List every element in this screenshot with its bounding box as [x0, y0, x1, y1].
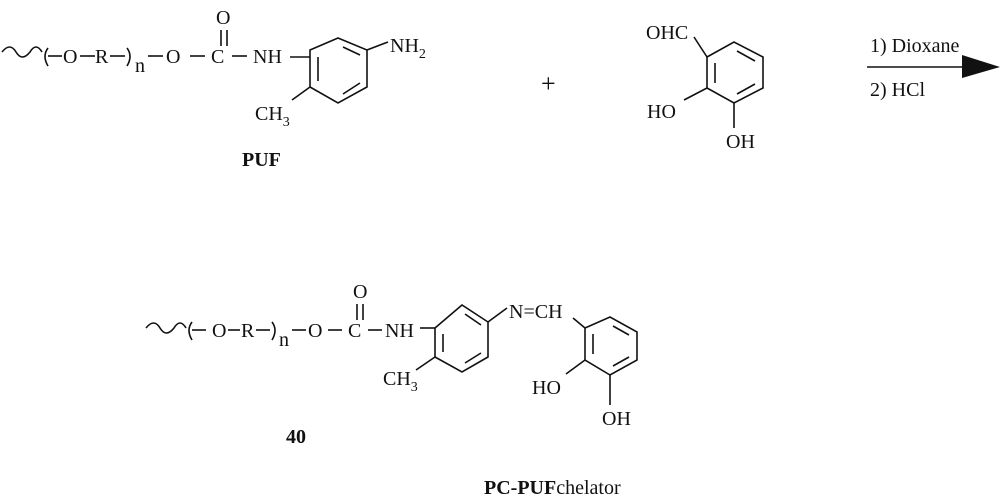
condition-1: 1) Dioxane [870, 35, 960, 57]
atom-c: C [211, 46, 224, 68]
atom-ohc: OHC [646, 22, 688, 44]
bracket-open [188, 321, 193, 341]
bracket-open [44, 47, 49, 67]
product-name: PC-PUFchelator [484, 477, 621, 499]
reactant-dihydroxybenzaldehyde: OHC HO OH [646, 22, 764, 153]
product-40: O R n O C O NH CH3 N=CH HO OH 40 PC-PUFc… [145, 281, 638, 499]
atom-nh: NH [385, 320, 414, 342]
atom-o: O [166, 46, 180, 68]
atom-o-carbonyl: O [216, 7, 230, 29]
atom-o: O [212, 320, 226, 342]
atom-ho: HO [647, 101, 676, 123]
bracket-close [271, 321, 276, 341]
reaction-arrow: 1) Dioxane 2) HCl [867, 35, 1000, 101]
atom-o: O [63, 46, 77, 68]
condition-2: 2) HCl [870, 79, 925, 101]
bracket-close [126, 47, 131, 67]
atom-nh: NH [253, 46, 282, 68]
arrowhead-icon [962, 55, 1000, 78]
repeat-n: n [135, 55, 145, 77]
atom-r: R [95, 46, 109, 68]
atom-ch3: CH3 [255, 103, 290, 130]
plus-sign: + [541, 69, 556, 98]
wavy-bond-icon [1, 46, 43, 58]
compound-label-puf: PUF [242, 149, 281, 171]
reactant-puf: O R n O C O NH NH2 CH3 PUF [1, 7, 426, 171]
atom-nh2: NH2 [390, 35, 426, 62]
atom-o-carbonyl: O [353, 281, 367, 303]
compound-number: 40 [286, 426, 306, 448]
repeat-n: n [279, 329, 289, 351]
atom-imine: N=CH [509, 301, 563, 323]
atom-oh: OH [726, 131, 755, 153]
wavy-bond-icon [145, 322, 187, 334]
atom-ho: HO [532, 377, 561, 399]
atom-r: R [241, 320, 255, 342]
atom-o: O [308, 320, 322, 342]
atom-c: C [348, 320, 361, 342]
atom-oh: OH [602, 408, 631, 430]
atom-ch3: CH3 [383, 368, 418, 395]
